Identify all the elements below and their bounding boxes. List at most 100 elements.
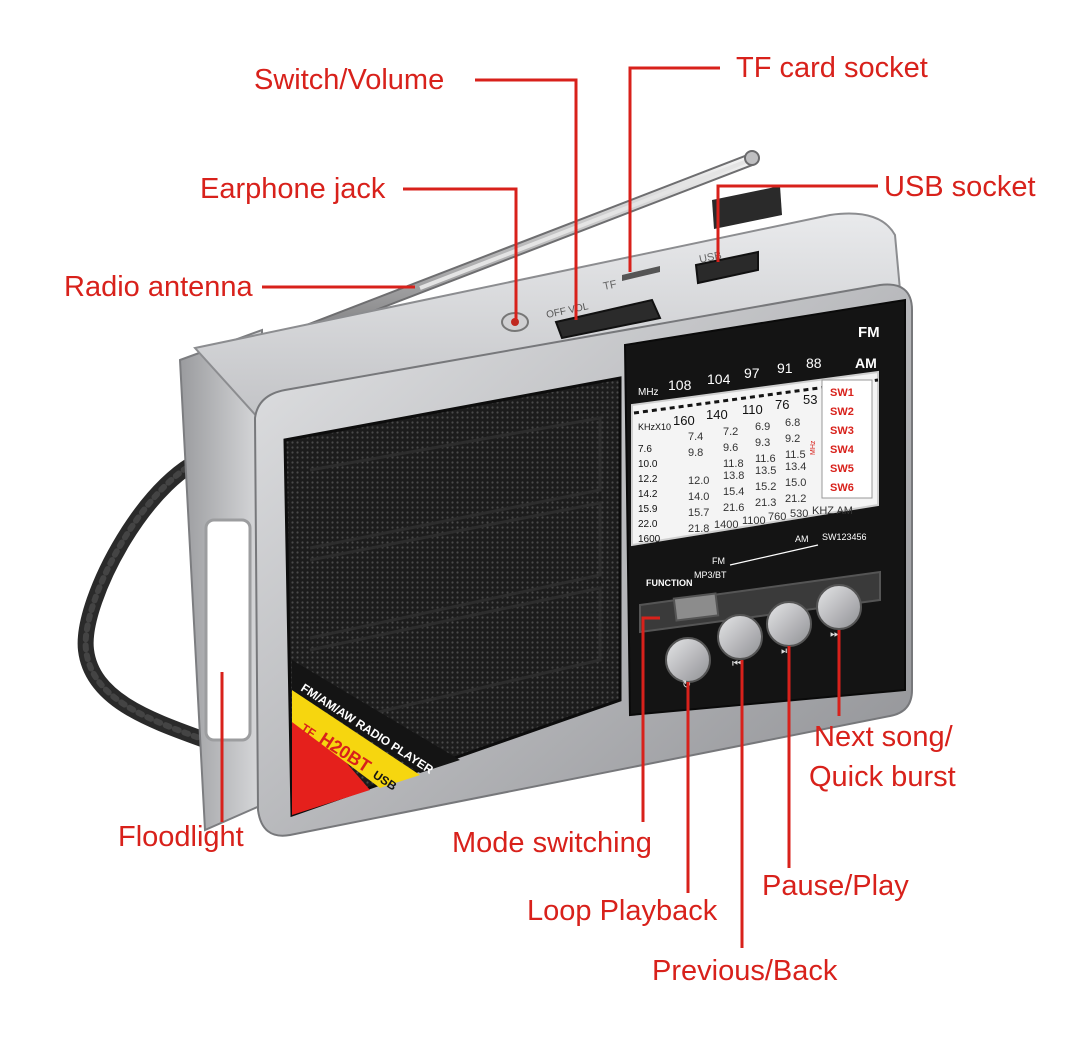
sw-left-4: 15.9 [638,504,658,515]
badge-model-prefix: TF [298,721,318,741]
sw-row-5-2: 21.3 [755,497,776,509]
sw-row-6-2: 1100 [742,515,766,527]
sw-row-5-1: 21.6 [723,502,744,514]
sw-row-0-2: 6.9 [755,421,770,433]
function-mp3bt: MP3/BT [694,570,727,580]
loop-button [665,637,711,683]
fm-scale-0: 108 [668,377,692,393]
am-scale-1: 140 [706,407,728,422]
sw-row-0-0: 7.4 [688,431,703,443]
badge-black [292,660,460,773]
badge-yellow [292,690,420,788]
sw-unit: MHz [810,440,817,455]
sw-row-6-3: 760 [768,511,786,523]
sw-row-6-0: 21.8 [688,523,709,535]
fm-scale-3: 91 [777,360,793,376]
sw-row-4-0: 14.0 [688,491,709,503]
antenna-mount [712,186,782,229]
sw-band-4: SW4 [830,444,855,456]
am-unit: KHzX10 [638,422,671,432]
floodlight-lens [204,518,252,742]
sw-row-5-3: 21.2 [785,493,806,505]
leader-mode [641,616,660,822]
volume-wheel [554,298,662,340]
fm-scale-2: 97 [744,365,760,381]
function-fm: FM [712,556,725,566]
callout-floodlight: Floodlight [118,821,244,853]
callout-switch-volume: Switch/Volume [254,64,445,96]
usb-port [694,250,759,285]
callout-previous-back: Previous/Back [652,955,838,987]
sw-row-1-0: 9.8 [688,447,703,459]
pause-play-button [766,601,812,647]
sw-band-2: SW2 [830,406,854,418]
sw-row-3-0: 12.0 [688,475,709,487]
sw-row-3-2: 13.5 [755,465,776,477]
am-scale-0: 160 [673,413,695,428]
sw-left-0: 7.6 [638,444,652,455]
sw-left-5: 22.0 [638,519,658,530]
sw-row-4-2: 15.2 [755,481,776,493]
leader-switch-volume [475,78,578,320]
am-scale-2: 110 [742,402,763,417]
sw-row-0-1: 7.2 [723,426,738,438]
function-sw: SW123456 [822,532,867,542]
sw-left-6: 1600 [638,534,661,545]
callout-tf-card-socket: TF card socket [736,52,928,84]
sw-band-5: SW5 [830,463,854,475]
sw-row-4-3: 15.0 [785,477,806,489]
leader-lines [220,66,878,948]
leader-usb [716,184,878,262]
fm-unit: MHz [638,387,659,398]
fm-scale-1: 104 [707,371,731,387]
sw-left-3: 14.2 [638,489,658,500]
callout-usb-socket: USB socket [884,171,1036,203]
dial-window [631,370,879,547]
sw-row-4-1: 15.4 [723,486,744,498]
sw-row-3-1: 13.8 [723,470,744,482]
next-icon: ⏭ [830,627,840,640]
previous-icon: ⏮ [732,657,742,670]
sw-row-6-5: KHZ AM [812,505,853,517]
sw-band-column [821,379,873,499]
function-am: AM [795,534,809,544]
callout-radio-antenna: Radio antenna [64,271,253,303]
sw-row-0-3: 6.8 [785,417,800,429]
callout-mode-switching: Mode switching [452,827,652,859]
sw-band-6: SW6 [830,482,854,494]
sw-left-2: 12.2 [638,474,658,485]
callout-next-song-line1: Next song/ [814,721,953,753]
tf-slot [622,266,660,281]
callout-earphone-jack: Earphone jack [200,173,386,205]
sw-row-2-0: 11.8 [723,458,744,470]
callout-pause-play: Pause/Play [762,870,909,902]
sw-band-3: SW3 [830,425,854,437]
pause-play-icon: ⏯ [781,644,790,657]
top-tf-text: TF [602,278,618,293]
sw-row-2-2: 11.5 [785,449,806,461]
am-scale-3: 76 [775,397,789,412]
sw-row-3-3: 13.4 [785,461,806,473]
band-fm: FM [858,324,880,341]
callout-next-song-line2: Quick burst [809,761,956,793]
sw-row-1-2: 9.3 [755,437,770,449]
sw-row-6-4: 530 [790,508,808,520]
sw-row-6-1: 1400 [714,519,738,531]
leader-tf-card [628,66,720,272]
leader-earphone [403,187,518,320]
fm-scale-4: 88 [806,355,822,371]
sw-row-5-0: 15.7 [688,507,709,519]
sw-row-1-1: 9.6 [723,442,738,454]
band-am: AM [855,355,877,371]
sw-left-1: 10.0 [638,459,658,470]
am-scale-4: 53 [803,392,817,407]
sw-band-1: SW1 [830,387,854,399]
function-label: FUNCTION [646,578,693,588]
sw-row-2-1: 11.6 [755,453,776,465]
sw-row-1-3: 9.2 [785,433,800,445]
next-button [816,584,862,630]
prev-button [717,614,763,660]
antenna [263,150,760,352]
